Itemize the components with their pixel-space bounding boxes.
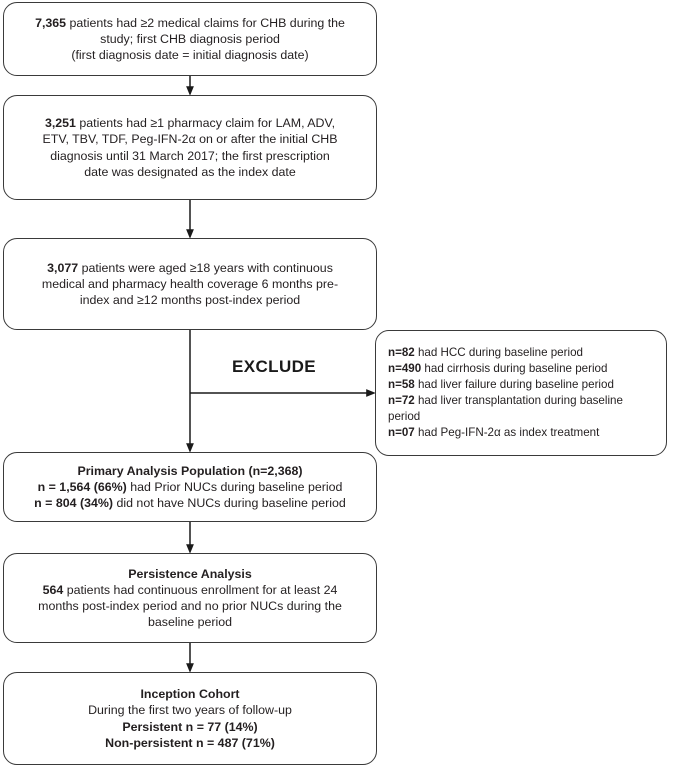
exclude-label: EXCLUDE: [232, 357, 317, 376]
primary-population-prior-nucs: n = 1,564 (66%) had Prior NUCs during ba…: [14, 479, 366, 495]
exclusion-line-liver-failure-rest: had liver failure during baseline period: [414, 378, 614, 392]
box-age-coverage-line-1: 3,077 patients were aged ≥18 years with …: [14, 260, 366, 276]
exclusion-line-cirrhosis: n=490 had cirrhosis during baseline peri…: [388, 361, 658, 377]
box-initial-claims-line-1: 7,365 patients had ≥2 medical claims for…: [14, 15, 366, 31]
box-pharmacy-claim-line-1-rest: patients had ≥1 pharmacy claim for LAM, …: [75, 116, 336, 131]
exclusion-line-hcc: n=82 had HCC during baseline period: [388, 345, 658, 361]
exclusion-line-liver-failure: n=58 had liver failure during baseline p…: [388, 377, 658, 393]
box-persistence-analysis: Persistence Analysis 564 patients had co…: [3, 553, 377, 643]
inception-title: Inception Cohort: [140, 687, 240, 702]
count-n72: n=72: [388, 394, 415, 407]
count-3077: 3,077: [47, 260, 79, 275]
box-age-coverage-line-1-rest: patients were aged ≥18 years with contin…: [78, 260, 333, 275]
box-primary-analysis-population: Primary Analysis Population (n=2,368) n …: [3, 452, 377, 522]
box-pharmacy-claim-line-2: ETV, TBV, TDF, Peg-IFN-2α on or after th…: [42, 132, 338, 147]
inception-subtitle: During the first two years of follow-up: [88, 703, 292, 718]
primary-population-no-nucs-rest: did not have NUCs during baseline period: [113, 496, 346, 511]
exclusion-line-hcc-rest: had HCC during baseline period: [414, 346, 583, 360]
exclusion-line-liver-transplant-rest: had liver transplantation during baselin…: [414, 394, 623, 407]
box-pharmacy-claim-line-3: diagnosis until 31 March 2017; the first…: [50, 148, 330, 163]
box-exclusions: n=82 had HCC during baseline period n=49…: [375, 330, 667, 456]
box-initial-claims-line-2: study; first CHB diagnosis period: [100, 31, 280, 46]
exclusion-line-liver-transplant-cont: period: [388, 409, 421, 423]
box-age-coverage-line-3: index and ≥12 months post-index period: [79, 293, 301, 308]
persistence-line-1-rest: patients had continuous enrollment for a…: [63, 582, 338, 597]
box-initial-claims-line-3: (first diagnosis date = initial diagnosi…: [71, 48, 309, 63]
exclusion-line-liver-transplant: n=72 had liver transplantation during ba…: [388, 393, 658, 409]
box-pharmacy-claim-line-1: 3,251 patients had ≥1 pharmacy claim for…: [14, 115, 366, 131]
box-inception-cohort: Inception Cohort During the first two ye…: [3, 672, 377, 765]
box-pharmacy-claim-line-4: date was designated as the index date: [84, 164, 296, 179]
box-pharmacy-claim: 3,251 patients had ≥1 pharmacy claim for…: [3, 95, 377, 200]
persistence-line-1: 564 patients had continuous enrollment f…: [14, 582, 366, 598]
count-n58: n=58: [388, 378, 415, 392]
box-age-coverage-line-2: medical and pharmacy health coverage 6 m…: [41, 276, 339, 291]
box-initial-claims-line-1-rest: patients had ≥2 medical claims for CHB d…: [66, 15, 345, 30]
exclusion-line-cirrhosis-rest: had cirrhosis during baseline period: [421, 362, 608, 376]
count-7365: 7,365: [35, 15, 67, 30]
inception-persistent: Persistent n = 77 (14%): [122, 719, 258, 734]
persistence-line-3: baseline period: [147, 615, 233, 630]
count-3251: 3,251: [44, 116, 76, 131]
count-n82: n=82: [388, 346, 415, 360]
count-n490: n=490: [388, 362, 422, 376]
exclusion-line-peg-ifn: n=07 had Peg-IFN-2α as index treatment: [388, 425, 658, 441]
primary-population-title: Primary Analysis Population (n=2,368): [77, 463, 303, 478]
count-564: 564: [42, 582, 64, 597]
exclusion-line-peg-ifn-rest: had Peg-IFN-2α as index treatment: [414, 425, 600, 439]
persistence-title: Persistence Analysis: [128, 566, 252, 581]
primary-population-prior-nucs-rest: had Prior NUCs during baseline period: [126, 479, 343, 494]
box-age-coverage: 3,077 patients were aged ≥18 years with …: [3, 238, 377, 330]
inception-non-persistent: Non-persistent n = 487 (71%): [105, 735, 275, 750]
count-804: n = 804 (34%): [34, 496, 114, 511]
count-n07: n=07: [388, 425, 415, 439]
count-1564: n = 1,564 (66%): [37, 479, 127, 494]
primary-population-no-nucs: n = 804 (34%) did not have NUCs during b…: [14, 495, 366, 511]
persistence-line-2: months post-index period and no prior NU…: [38, 599, 342, 613]
box-initial-claims: 7,365 patients had ≥2 medical claims for…: [3, 2, 377, 76]
